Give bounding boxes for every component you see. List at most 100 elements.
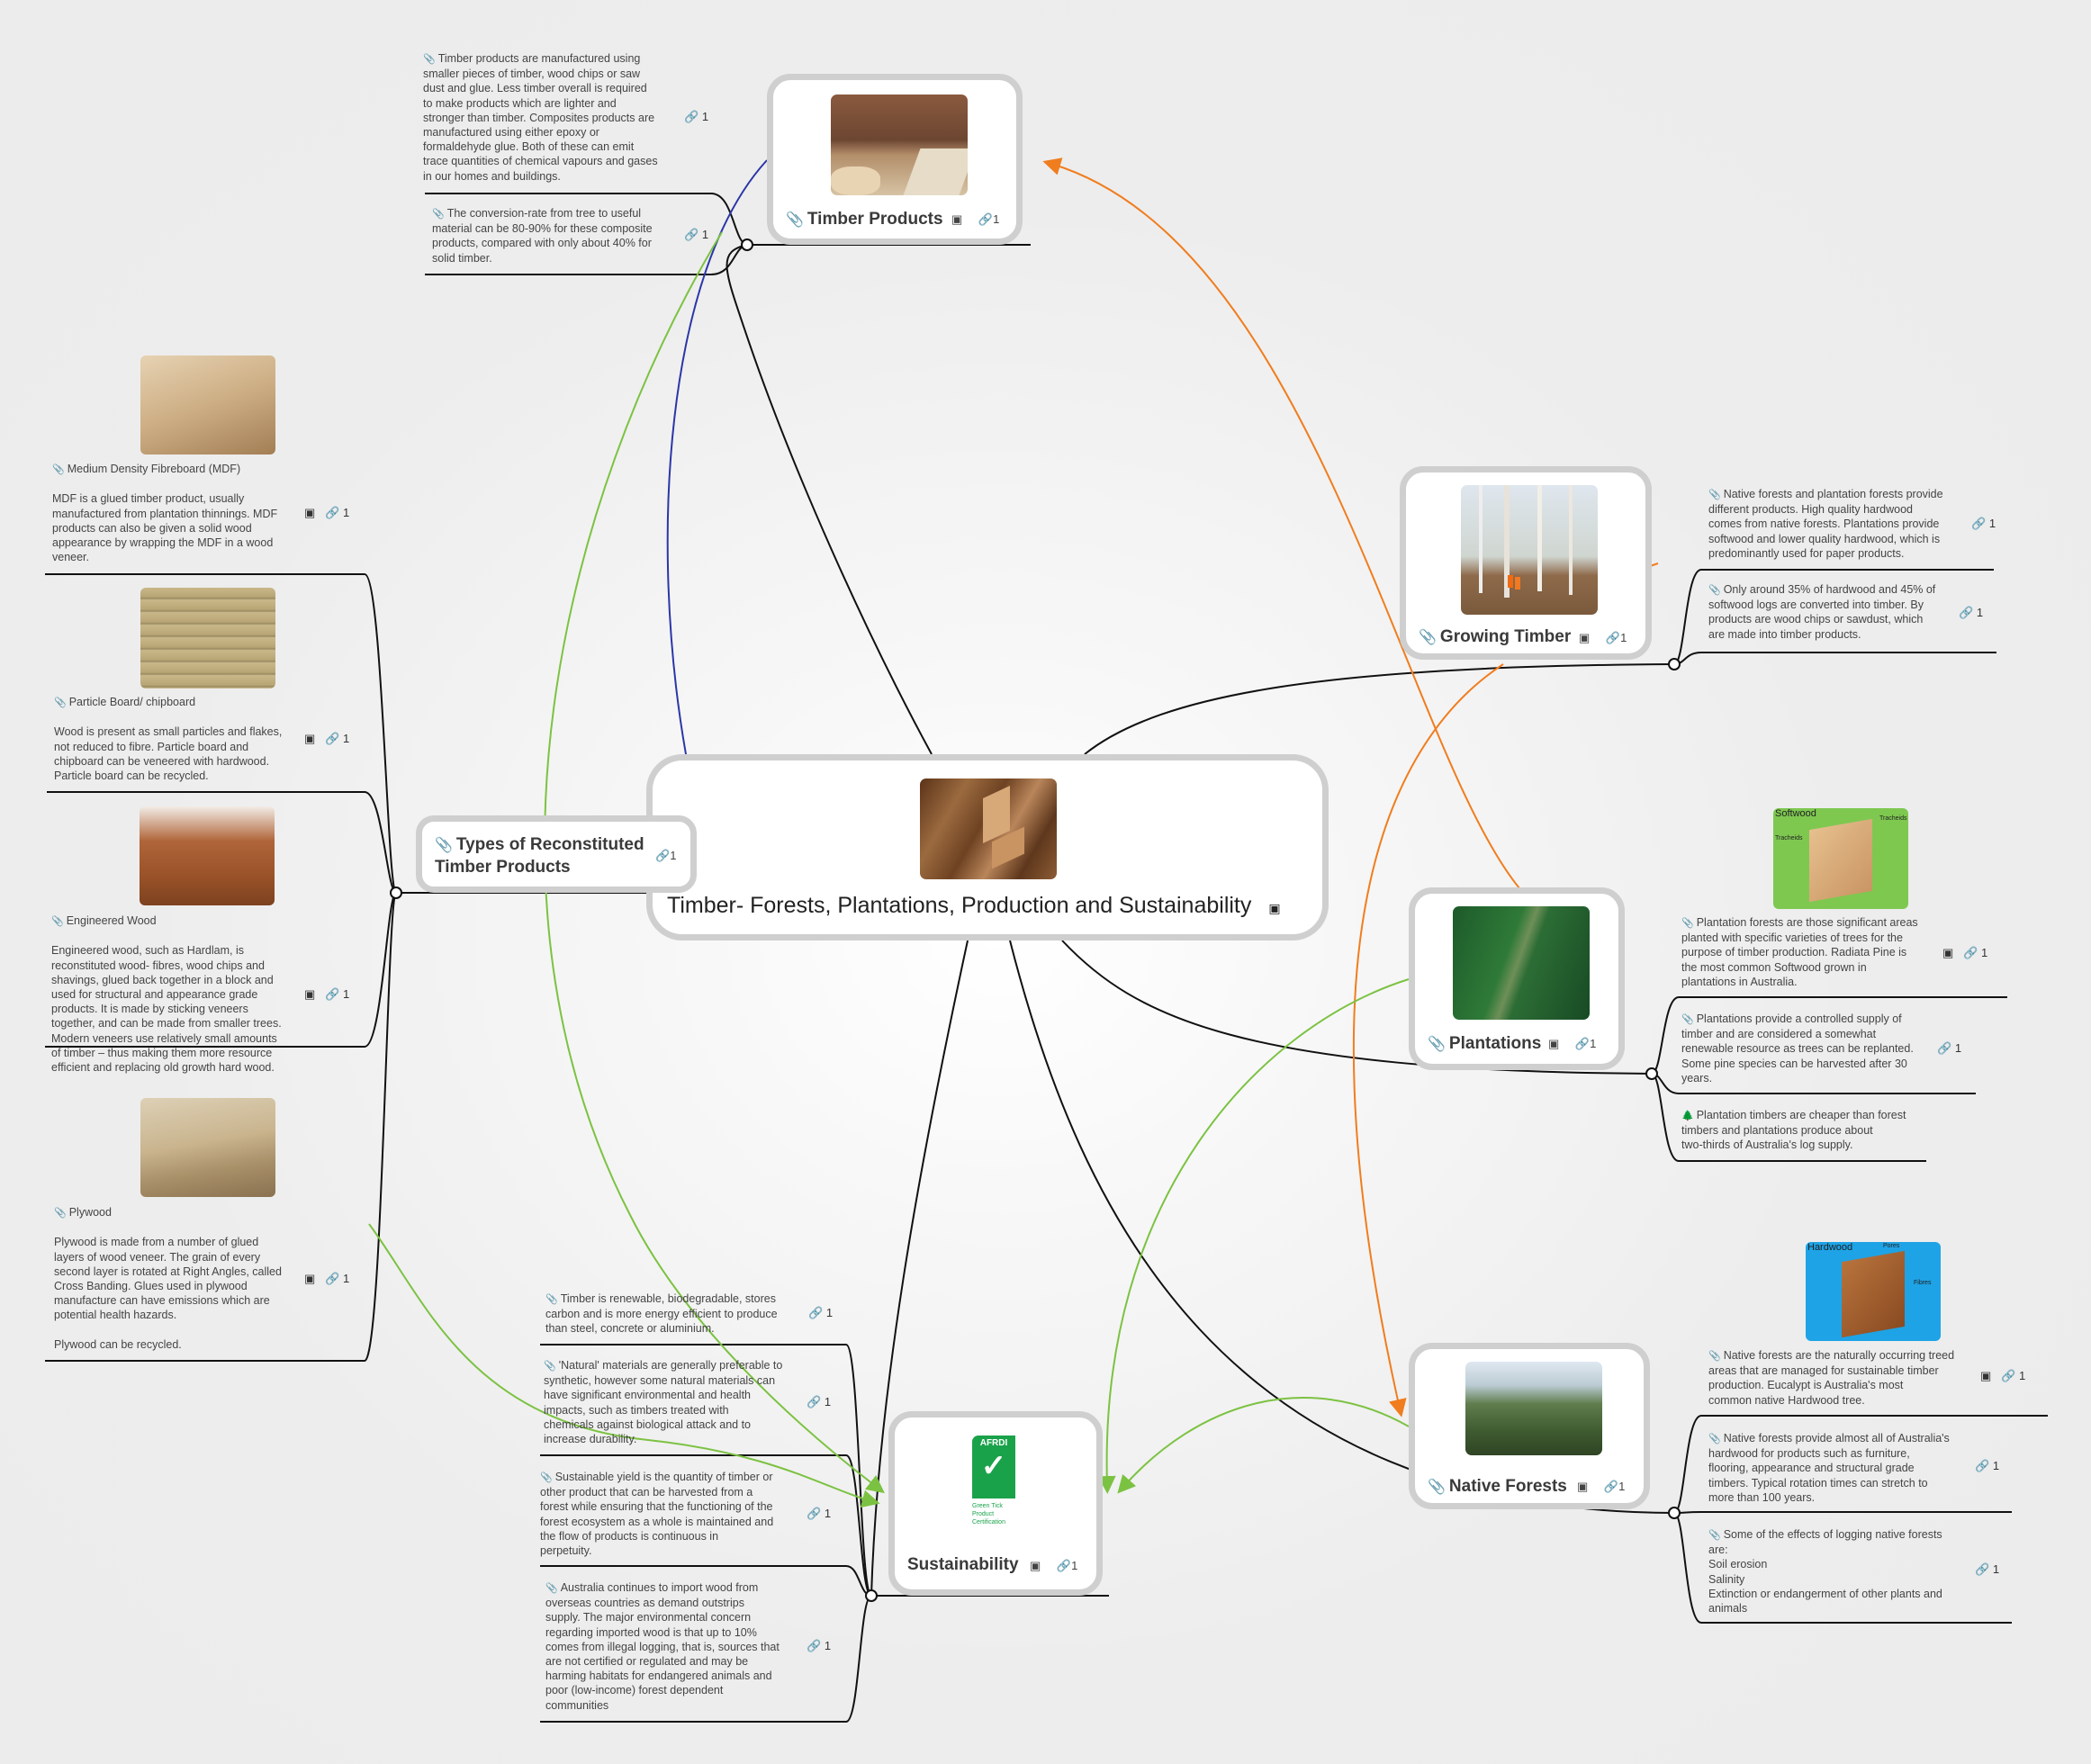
attachment-icon: 📎 xyxy=(1708,1434,1721,1444)
link-icon[interactable]: 🔗 xyxy=(2001,1369,2016,1382)
link-icon[interactable]: 🔗 xyxy=(807,1639,822,1652)
attachment-icon: 📎 xyxy=(435,838,453,853)
attachment-icon: 📎 xyxy=(432,209,445,220)
note-plantations-3: 🌲Plantation timbers are cheaper than for… xyxy=(1681,1109,1906,1152)
softwood-diagram-title: Softwood xyxy=(1775,808,1816,819)
note-plywood-meta[interactable]: ▣ 🔗 1 xyxy=(304,1272,350,1285)
plantations-meta: ▣ 🔗1 xyxy=(1548,1037,1597,1050)
timber-products-meta: ▣ 🔗1 xyxy=(951,212,1000,226)
note-nf2-link[interactable]: 🔗 1 xyxy=(1975,1459,2000,1472)
reconstituted-title: 📎Types of Reconstituted Timber Products xyxy=(435,835,644,877)
note-tp1-link[interactable]: 🔗 1 xyxy=(684,110,709,123)
note-su1-link[interactable]: 🔗 1 xyxy=(808,1306,834,1319)
link-icon[interactable]: 🔗 xyxy=(978,212,994,226)
topic-plantations[interactable]: 📎Plantations ▣ 🔗1 xyxy=(1409,887,1625,1070)
note-gt1-link[interactable]: 🔗 1 xyxy=(1971,517,1996,530)
link-icon[interactable]: 🔗 xyxy=(1975,1562,1990,1576)
topic-timber-products[interactable]: 📎Timber Products ▣ 🔗1 xyxy=(767,74,1023,245)
attachment-icon: 📎 xyxy=(52,464,65,475)
note-pl2-link[interactable]: 🔗 1 xyxy=(1937,1041,1962,1055)
note-tp2-link[interactable]: 🔗 1 xyxy=(684,228,709,241)
note-mdf-meta[interactable]: ▣ 🔗 1 xyxy=(304,506,350,519)
link-icon[interactable]: 🔗 xyxy=(325,1272,340,1285)
image-icon: ▣ xyxy=(304,732,316,745)
sustainability-title: Sustainability xyxy=(907,1555,1019,1574)
topic-sustainability[interactable]: AFRDI ✓ Green Tick Product Certification… xyxy=(888,1411,1103,1596)
relation-plywood-sustainability xyxy=(368,1223,880,1508)
central-topic[interactable]: Timber- Forests, Plantations, Production… xyxy=(646,754,1329,940)
attachment-icon: 📎 xyxy=(544,1361,556,1372)
note-ew-meta[interactable]: ▣ 🔗 1 xyxy=(304,987,350,1001)
link-icon[interactable]: 🔗 xyxy=(1574,1037,1591,1050)
image-icon: ▣ xyxy=(951,212,963,226)
attachment-icon: 📎 xyxy=(545,1583,558,1594)
note-pb-meta[interactable]: ▣ 🔗 1 xyxy=(304,732,350,745)
link-icon[interactable]: 🔗 xyxy=(1605,631,1621,644)
note-native-forests-1: 📎Native forests are the naturally occurr… xyxy=(1708,1349,1955,1407)
topic-growing-timber[interactable]: 📎Growing Timber ▣ 🔗1 xyxy=(1400,466,1652,660)
afrdi-logo: AFRDI ✓ Green Tick Product Certification xyxy=(972,1436,1026,1544)
note-su4-link[interactable]: 🔗 1 xyxy=(807,1639,832,1652)
note-nf1-meta[interactable]: ▣ 🔗 1 xyxy=(1980,1369,2026,1382)
note-pl1-meta[interactable]: ▣ 🔗 1 xyxy=(1942,946,1988,959)
native-forests-title: 📎Native Forests xyxy=(1428,1477,1567,1496)
link-icon[interactable]: 🔗 xyxy=(684,110,699,123)
link-icon[interactable]: 🔗 xyxy=(1603,1480,1619,1493)
link-icon[interactable]: 🔗 xyxy=(325,987,340,1001)
hardwood-pores-label: Pores xyxy=(1883,1243,1900,1249)
attachment-icon: 📎 xyxy=(786,212,804,228)
relation-plantations-sustainability xyxy=(1097,978,1410,1494)
topic-reconstituted[interactable]: 📎Types of Reconstituted Timber Products … xyxy=(416,815,697,893)
attachment-icon: 📎 xyxy=(1681,1014,1694,1025)
link-icon[interactable]: 🔗 xyxy=(1056,1559,1072,1572)
note-mdf: 📎Medium Density Fibreboard (MDF) MDF is … xyxy=(52,463,278,564)
timber-products-image xyxy=(831,94,968,195)
attachment-icon: 📎 xyxy=(1708,585,1721,596)
attachment-icon: 📎 xyxy=(540,1472,553,1483)
link-icon[interactable]: 🔗 xyxy=(325,732,340,745)
branch-growing-timber xyxy=(1084,663,1675,755)
link-icon[interactable]: 🔗 xyxy=(1959,606,1974,619)
hardwood-diagram-image: Hardwood Pores Fibres xyxy=(1806,1242,1941,1341)
sustainability-meta: ▣ 🔗1 xyxy=(1030,1559,1078,1572)
link-icon[interactable]: 🔗 xyxy=(1971,517,1987,530)
link-icon[interactable]: 🔗 xyxy=(1975,1459,1990,1472)
image-icon: ▣ xyxy=(1030,1559,1041,1572)
particle-board-image xyxy=(140,588,275,688)
note-nf3-link[interactable]: 🔗 1 xyxy=(1975,1562,2000,1576)
link-icon[interactable]: 🔗 xyxy=(807,1507,822,1520)
image-icon: ▣ xyxy=(1548,1037,1560,1050)
branch-timber-products xyxy=(726,244,933,755)
image-icon: ▣ xyxy=(1579,631,1591,644)
link-icon[interactable]: 🔗 xyxy=(807,1395,822,1408)
note-su2-link[interactable]: 🔗 1 xyxy=(807,1395,832,1408)
link-icon[interactable]: 🔗 xyxy=(684,228,699,241)
note-su3-link[interactable]: 🔗 1 xyxy=(807,1507,832,1520)
relation-blue xyxy=(666,159,768,755)
link-icon[interactable]: 🔗 xyxy=(1963,946,1978,959)
link-icon[interactable]: 🔗 xyxy=(808,1306,824,1319)
branch-sustainability xyxy=(870,940,969,1597)
link-icon[interactable]: 🔗 xyxy=(325,506,340,519)
growing-timber-image xyxy=(1461,485,1598,615)
note-sustainability-4: 📎Australia continues to import wood from… xyxy=(545,1581,780,1712)
relation-plantations-timber xyxy=(1042,158,1520,889)
note-gt2-link[interactable]: 🔗 1 xyxy=(1959,606,1984,619)
topic-native-forests[interactable]: 📎Native Forests ▣ 🔗1 xyxy=(1409,1343,1650,1509)
link-icon[interactable]: 🔗 xyxy=(1937,1041,1952,1055)
note-growing-timber-1: 📎Native forests and plantation forests p… xyxy=(1708,488,1943,560)
attachment-icon: 📎 xyxy=(51,916,64,927)
attachment-icon: 📎 xyxy=(1428,1037,1446,1052)
note-engineered-wood: 📎Engineered Wood Engineered wood, such a… xyxy=(51,914,282,1075)
note-native-forests-2: 📎Native forests provide almost all of Au… xyxy=(1708,1432,1950,1504)
note-sustainability-1: 📎Timber is renewable, biodegradable, sto… xyxy=(545,1292,778,1336)
image-icon: ▣ xyxy=(1980,1369,1992,1382)
engineered-wood-image xyxy=(140,806,275,905)
note-plywood: 📎Plywood Plywood is made from a number o… xyxy=(54,1206,282,1351)
plantations-image xyxy=(1453,906,1590,1020)
attachment-icon: 📎 xyxy=(1681,918,1694,929)
growing-timber-meta: ▣ 🔗1 xyxy=(1579,631,1627,644)
link-icon[interactable]: 🔗 xyxy=(655,849,671,862)
reconstituted-meta: 🔗1 xyxy=(655,849,677,862)
image-icon: ▣ xyxy=(1268,901,1281,915)
